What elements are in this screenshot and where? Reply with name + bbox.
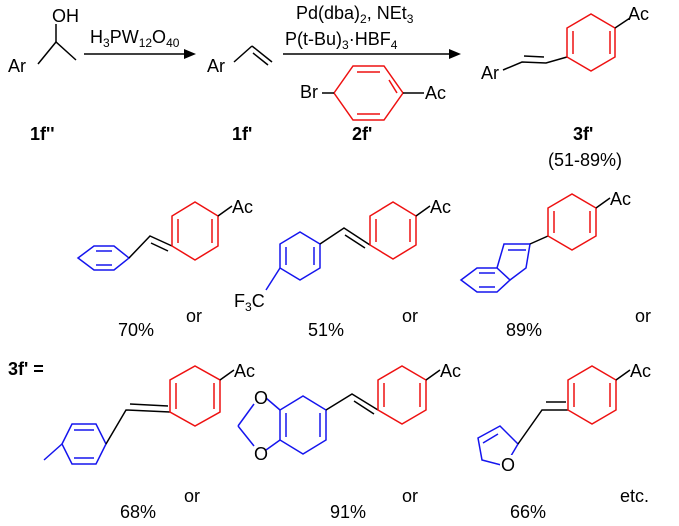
example-tolyl: Ac 68% or	[43, 361, 255, 522]
ex5-blue-ring	[279, 395, 327, 455]
ex3-benzo-ring	[459, 267, 512, 293]
ex3-link-bond	[529, 235, 549, 245]
ex3-ac-text: Ac	[610, 189, 631, 209]
ex5-yield: 91%	[330, 502, 366, 522]
ex4-ac-bond	[219, 369, 235, 381]
arrow-step1-head	[184, 49, 196, 59]
ex6-yield: 66%	[510, 502, 546, 522]
ex6-furan-double-1	[482, 433, 499, 444]
step2-reagent-line1: Pd(dba)2, NEt3	[296, 3, 414, 26]
product-ac-text: Ac	[628, 4, 649, 24]
example-trifluoromethyl: F3C Ac 51% or	[234, 197, 451, 340]
ex3-ac-bond	[595, 197, 611, 209]
example-furyl: O Ac 66% etc.	[477, 361, 651, 522]
intermediate-ar-text: Ar	[207, 56, 225, 76]
ex2-alkene	[319, 227, 371, 246]
ex6-ac-bond	[615, 369, 631, 381]
ex3-or: or	[635, 306, 651, 326]
ex4-ac-text: Ac	[234, 361, 255, 381]
ex1-ac-bond	[217, 205, 233, 217]
ex5-o-bond-2	[265, 439, 281, 451]
ex5-ch2-bond-1	[237, 403, 255, 427]
ex5-alkene	[325, 393, 379, 411]
ex2-cf3-text: F3C	[234, 291, 265, 314]
ex1-blue-ring	[76, 245, 131, 271]
ex3-red-ring	[547, 193, 597, 251]
reactant-1f-double-prime: OH Ar	[8, 6, 79, 76]
product-3f-prime: Ar Ac	[481, 4, 649, 83]
partner-ac-text: Ac	[425, 83, 446, 103]
ex5-o-bond-1	[265, 397, 281, 411]
product-chain	[502, 56, 568, 71]
compound-labels: 1f'' 1f' 2f' 3f' (51-89%)	[30, 124, 622, 170]
product-yield-range: (51-89%)	[548, 150, 622, 170]
ex1-red-ring	[171, 201, 219, 261]
ex5-alkene-double	[353, 400, 375, 415]
reactant-oh-text: OH	[52, 6, 79, 26]
partner-ring	[333, 65, 404, 121]
example-benzodioxolyl: O O Ac 91% or	[237, 361, 461, 522]
ex5-o-text-1: O	[254, 388, 268, 408]
ex6-o-text: O	[501, 455, 515, 475]
ex6-ac-text: Ac	[630, 361, 651, 381]
product-ac-bond	[614, 17, 631, 29]
label-3f-prime: 3f'	[573, 124, 593, 144]
arrow-step2-head	[449, 49, 461, 59]
example-indenyl: Ac 89% or	[459, 189, 651, 340]
ex4-yield: 68%	[120, 502, 156, 522]
ex5-ac-text: Ac	[440, 361, 461, 381]
arrow-step1: H3PW12O40	[84, 27, 196, 59]
label-2f-prime: 2f'	[352, 124, 372, 144]
ex5-o-text-2: O	[254, 444, 268, 464]
examples-prefix: 3f' =	[8, 359, 44, 379]
ex5-ch2-bond-2	[237, 425, 255, 447]
reactant-bonds	[37, 40, 77, 65]
label-1f-double-prime: 1f''	[30, 124, 55, 144]
ex6-furan-spacer	[486, 455, 501, 460]
ex5-or: or	[402, 486, 418, 506]
ex2-red-ring	[369, 201, 417, 260]
ex5-ac-bond	[425, 369, 441, 381]
ex1-ac-text: Ac	[232, 197, 253, 217]
ex1-alkene-double	[150, 242, 169, 252]
ex4-red-ring	[169, 365, 221, 427]
ex6-alkene	[517, 409, 568, 445]
intermediate-bond	[233, 45, 253, 63]
arrow-step2: Pd(dba)2, NEt3 P(t-Bu)3·HBF4	[283, 3, 461, 59]
partner-ring-double-3	[388, 79, 398, 94]
ex6-o-mask	[500, 455, 516, 473]
ex2-alkene-double	[344, 234, 366, 249]
ex2-cf3-bond	[265, 267, 281, 291]
intermediate-vinyl-bond	[251, 45, 273, 63]
intermediate-vinyl-double	[252, 52, 269, 66]
ex4-alkene-double	[129, 403, 169, 407]
label-1f-prime: 1f'	[232, 124, 252, 144]
product-ring	[566, 13, 616, 72]
partner-br-text: Br	[300, 82, 318, 102]
ex2-or: or	[402, 306, 418, 326]
ex4-alkene	[105, 409, 171, 445]
ex2-ac-bond	[415, 205, 431, 217]
example-styryl: Ac 70% or	[76, 197, 253, 340]
partner-2f-prime: Br Ac	[300, 65, 446, 121]
step2-reagent-line2: P(t-Bu)3·HBF4	[285, 29, 398, 52]
ex5-red-ring	[377, 365, 427, 425]
ex1-alkene	[128, 235, 173, 259]
ex3-yield: 89%	[506, 320, 542, 340]
step1-reagent: H3PW12O40	[90, 27, 180, 50]
reactant-ar-text: Ar	[8, 56, 26, 76]
ex4-or: or	[184, 486, 200, 506]
product-alkene-double	[523, 55, 545, 58]
ex2-ac-text: Ac	[430, 197, 451, 217]
ex2-yield: 51%	[308, 320, 344, 340]
product-ar-text: Ar	[481, 63, 499, 83]
ex1-yield: 70%	[118, 320, 154, 340]
intermediate-1f-prime: Ar	[207, 45, 273, 76]
ex1-or: or	[186, 306, 202, 326]
ex6-red-ring	[567, 365, 617, 425]
ex4-methyl-bond	[43, 443, 63, 461]
ex6-etc: etc.	[620, 486, 649, 506]
